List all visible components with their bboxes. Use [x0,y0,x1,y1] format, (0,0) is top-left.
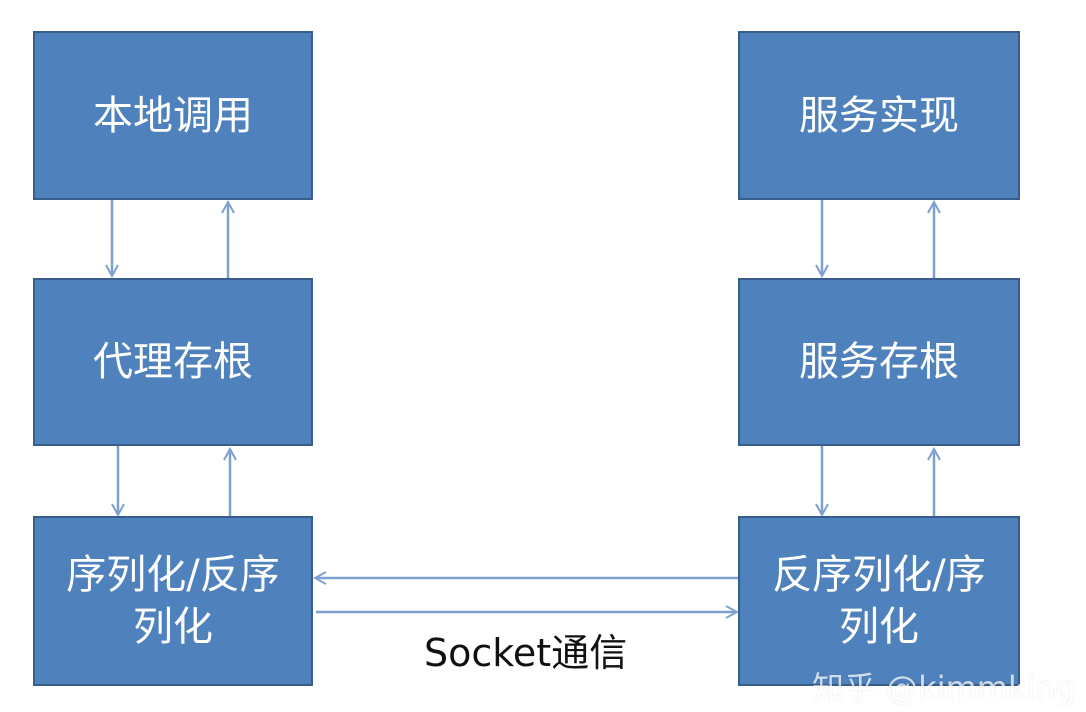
node-service-stub-label: 服务存根 [799,339,959,385]
node-proxy-stub: 代理存根 [33,278,313,446]
node-serialize-left: 序列化/反序 列化 [33,516,313,686]
node-serialize-left-line2: 列化 [132,604,213,650]
node-serialize-right-text: 反序列化/序 列化 [762,549,995,653]
node-service-stub: 服务存根 [738,278,1020,446]
socket-communication-label: Socket通信 [424,631,628,675]
node-service-impl: 服务实现 [738,31,1020,200]
node-local-call: 本地调用 [33,31,313,200]
node-serialize-right: 反序列化/序 列化 [738,516,1020,686]
node-local-call-label: 本地调用 [93,92,253,139]
node-service-impl-label: 服务实现 [799,92,959,139]
node-serialize-left-text: 序列化/反序 列化 [56,549,289,653]
node-serialize-right-line1: 反序列化/序 [772,552,986,598]
watermark: 知乎 @kimmking [812,669,1076,707]
node-serialize-left-line1: 序列化/反序 [66,552,280,598]
node-serialize-right-line2: 列化 [838,604,919,650]
node-proxy-stub-label: 代理存根 [93,339,253,385]
